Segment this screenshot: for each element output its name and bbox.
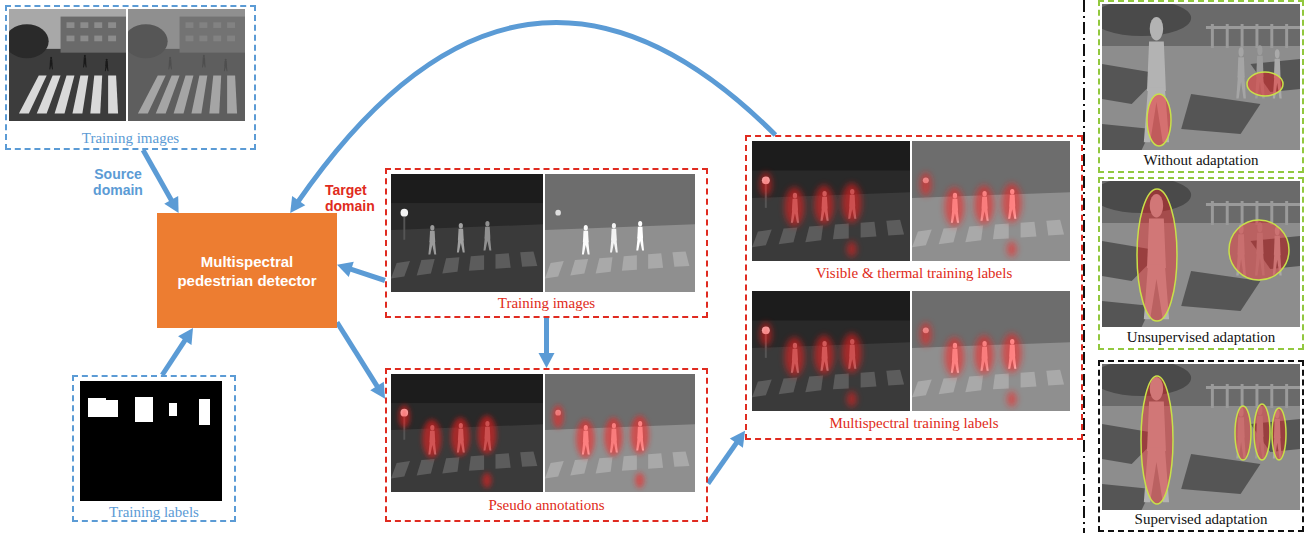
flow-arrow	[162, 328, 193, 375]
flow-arrow	[143, 150, 179, 213]
label-mask	[80, 381, 222, 501]
result-panel: Unsupervised adaptation	[1098, 177, 1304, 350]
result-unsupervised	[1092, 177, 1300, 327]
flow-arrow	[708, 431, 745, 484]
process-box: Multispectral pedestrian detector	[157, 213, 337, 328]
domain-label: Source domain	[84, 166, 152, 198]
caption: Training labels	[74, 503, 234, 521]
image-panel: Training labels	[72, 375, 236, 522]
result-panel: Without adaptation	[1098, 0, 1304, 173]
result-without	[1092, 0, 1300, 150]
image-panel: Training images	[5, 5, 256, 150]
caption: Supervised adaptation	[1132, 510, 1271, 528]
domain-label: Target domain	[325, 182, 383, 214]
source-images	[5, 9, 245, 121]
flow-arrow	[337, 262, 385, 281]
caption: Pseudo annotations	[387, 496, 706, 514]
caption: Visible & thermal training labels	[747, 264, 1081, 282]
image-panel: Training images	[385, 168, 708, 318]
image-panel: Pseudo annotations	[385, 368, 708, 522]
caption: Training images	[7, 129, 254, 147]
result-supervised	[1092, 360, 1300, 510]
flow-arrow	[539, 318, 555, 368]
flow-arrow	[337, 322, 385, 399]
caption: Training images	[387, 294, 706, 312]
caption: Multispectral training labels	[747, 414, 1081, 432]
pseudo-annotation-images	[391, 374, 695, 492]
result-panel: Supervised adaptation	[1098, 360, 1304, 532]
flow-arrow	[290, 23, 775, 213]
separator-line	[1083, 0, 1085, 533]
target-images	[391, 174, 695, 292]
caption: Without adaptation	[1141, 151, 1262, 169]
caption: Unsupervised adaptation	[1124, 328, 1279, 346]
caption: Multispectral pedestrian detector	[167, 252, 327, 290]
image-panel: Visible & thermal training labelsMultisp…	[745, 135, 1083, 440]
